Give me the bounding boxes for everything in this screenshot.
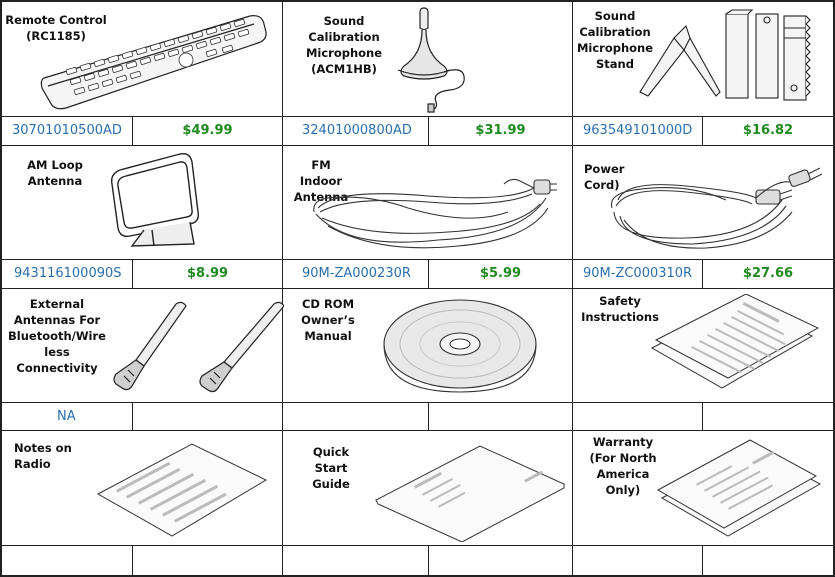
item-label-warranty: Warranty (For North America Only) [589, 435, 657, 497]
row-divider [0, 430, 835, 431]
row-divider [0, 259, 835, 260]
item-label-cd-rom-manual: CD ROM Owner’s Manual [301, 297, 355, 343]
item-label-safety-instructions: Safety Instructions [581, 294, 659, 324]
item-price: $49.99 [182, 123, 233, 138]
warranty-sheets-icon [656, 439, 822, 537]
quick-start-guide-icon [374, 445, 566, 542]
item-part-number: 963549101000D [583, 123, 693, 138]
item-price: $31.99 [475, 123, 526, 138]
cell-divider [428, 116, 429, 145]
item-label-remote-control: Remote Control (RC1185) [5, 13, 107, 43]
table-border-top [0, 0, 835, 2]
cell-divider [702, 259, 703, 288]
table-border-bottom [0, 575, 835, 577]
item-label-external-antennas: External Antennas For Bluetooth/Wire les… [8, 297, 106, 375]
remote-control-icon [40, 15, 267, 110]
item-price: $8.99 [186, 266, 229, 281]
row-divider [0, 545, 835, 546]
column-divider [572, 0, 573, 577]
cell-divider [428, 545, 429, 577]
cell-divider [702, 545, 703, 577]
cell-divider [702, 402, 703, 430]
item-label-quick-start-guide: Quick Start Guide [312, 445, 350, 491]
cell-divider [132, 402, 133, 430]
item-part-number: 30701010500AD [12, 123, 122, 138]
item-label-fm-antenna: FM Indoor Antenna [293, 158, 349, 204]
cell-divider [428, 402, 429, 430]
column-divider [282, 0, 283, 577]
item-part-number: 32401000800AD [302, 123, 412, 138]
item-price: $5.99 [479, 266, 522, 281]
row-divider [0, 288, 835, 289]
safety-sheets-icon [650, 294, 820, 389]
item-part-number: 943116100090S [14, 266, 122, 281]
notes-sheet-icon [96, 443, 268, 537]
item-label-notes-on-radio: Notes on Radio [14, 441, 72, 471]
item-part-number: 90M-ZA000230R [302, 266, 411, 281]
item-part-number: 90M-ZC000310R [583, 266, 693, 281]
item-price: $27.66 [742, 266, 794, 281]
power-cord-icon [610, 167, 823, 249]
item-price: $16.82 [742, 123, 794, 138]
external-antennas-icon [113, 301, 284, 393]
cell-divider [428, 259, 429, 288]
fm-antenna-icon [313, 178, 557, 249]
cell-divider [132, 116, 133, 145]
item-label-power-cord: Power Cord) [584, 162, 625, 192]
item-label-am-loop-antenna: AM Loop Antenna [27, 158, 83, 188]
row-divider [0, 116, 835, 117]
cell-divider [132, 545, 133, 577]
row-divider [0, 402, 835, 403]
item-label-microphone-stand: Sound Calibration Microphone Stand [576, 9, 654, 71]
item-part-number: NA [57, 409, 76, 424]
row-divider [0, 145, 835, 146]
microphone-icon [397, 7, 465, 113]
am-loop-antenna-icon [110, 152, 200, 247]
cell-divider [702, 116, 703, 145]
cell-divider [132, 259, 133, 288]
item-label-microphone: Sound Calibration Microphone (ACM1HB) [305, 14, 383, 76]
microphone-stand-icon [639, 9, 811, 101]
cd-rom-icon [383, 299, 537, 393]
